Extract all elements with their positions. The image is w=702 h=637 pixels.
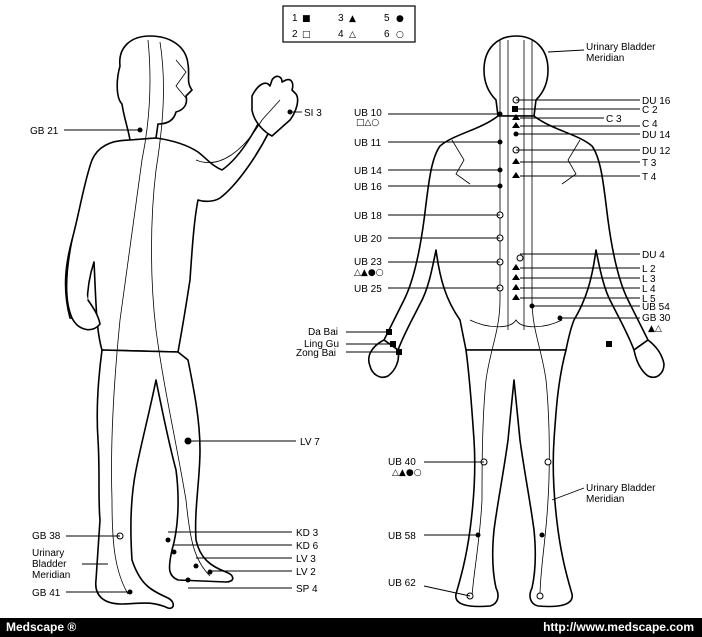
label-lv2: LV 2 <box>296 567 316 578</box>
label-ub25: UB 25 <box>354 284 382 295</box>
label-ub14: UB 14 <box>354 166 382 177</box>
label-sp4: SP 4 <box>296 584 318 595</box>
point-ub62-right <box>537 593 543 599</box>
acupuncture-diagram: 1 ■ 2 □ 3 ▲ 4 △ 5 ● 6 ○ <box>0 0 702 618</box>
point-sp4 <box>186 578 191 583</box>
label-ub58: UB 58 <box>388 531 416 542</box>
legend-num-5: 5 <box>384 13 390 24</box>
label-du14: DU 14 <box>642 130 671 141</box>
leader-ub-meridian-top <box>548 50 584 52</box>
point-c2 <box>512 106 518 112</box>
label-ub40: UB 40 <box>388 457 416 468</box>
label-c3: C 3 <box>606 114 622 125</box>
point-lv3 <box>194 564 199 569</box>
label-ub-meridian-low-1: Urinary Bladder <box>586 483 656 494</box>
label-c2: C 2 <box>642 105 658 116</box>
label-du12: DU 12 <box>642 146 671 157</box>
label-kd3: KD 3 <box>296 528 319 539</box>
back-legs <box>456 350 572 607</box>
legend-num-1: 1 <box>292 13 298 24</box>
label-kd6: KD 6 <box>296 541 319 552</box>
label-c4: C 4 <box>642 119 658 130</box>
label-ub23-symbols: △▲●○ <box>354 268 384 278</box>
label-ub54: UB 54 <box>642 302 670 313</box>
label-t3: T 3 <box>642 158 657 169</box>
label-lv3: LV 3 <box>296 554 316 565</box>
legend-num-6: 6 <box>384 29 390 40</box>
label-gb21: GB 21 <box>30 126 59 137</box>
legend-num-3: 3 <box>338 13 344 24</box>
label-ub10-symbols: □△○ <box>356 118 379 128</box>
label-t4: T 4 <box>642 172 657 183</box>
front-head <box>117 36 192 140</box>
label-du4: DU 4 <box>642 250 665 261</box>
point-ling-gu <box>390 341 396 347</box>
medscape-url[interactable]: http://www.medscape.com <box>543 618 694 637</box>
point-ub58-right <box>540 533 545 538</box>
legend-symbol-4: △ <box>349 30 356 40</box>
leader-ub-meridian-low <box>552 488 584 500</box>
back-head <box>484 36 548 116</box>
legend-symbol-2: □ <box>302 30 311 40</box>
label-da-bai: Da Bai <box>308 327 338 338</box>
label-zong-bai: Zong Bai <box>296 348 336 359</box>
front-torso <box>66 94 296 352</box>
label-ub11: UB 11 <box>354 138 381 149</box>
label-si3: SI 3 <box>304 108 322 119</box>
label-gb30-symbols: ▲△ <box>648 324 662 334</box>
legend-symbol-5: ● <box>396 14 404 24</box>
label-gb38: GB 38 <box>32 531 61 542</box>
label-ub40-symbols: △▲●○ <box>392 468 422 478</box>
label-ub62: UB 62 <box>388 578 416 589</box>
point-right-hand <box>606 341 612 347</box>
legend-symbol-6: ○ <box>396 30 404 40</box>
label-gb41: GB 41 <box>32 588 61 599</box>
label-ub-meridian-top-1: Urinary Bladder <box>586 42 656 53</box>
label-ub16: UB 16 <box>354 182 382 193</box>
legend-num-2: 2 <box>292 29 298 40</box>
label-ub-meridian-3: Meridian <box>32 570 70 581</box>
front-figure <box>66 36 298 608</box>
front-legs <box>96 350 233 608</box>
point-lv2 <box>208 570 213 575</box>
footer-bar: Medscape ® http://www.medscape.com <box>0 618 702 637</box>
label-gb30: GB 30 <box>642 313 671 324</box>
legend: 1 ■ 2 □ 3 ▲ 4 △ 5 ● 6 ○ <box>283 6 415 42</box>
label-ub-meridian-2: Bladder <box>32 559 67 570</box>
point-kd3 <box>166 538 171 543</box>
medscape-brand: Medscape ® <box>6 618 76 637</box>
point-da-bai <box>386 329 392 335</box>
label-ub-meridian-1: Urinary <box>32 548 64 559</box>
label-ub18: UB 18 <box>354 211 382 222</box>
label-lv7: LV 7 <box>300 437 320 448</box>
point-zong-bai <box>396 349 402 355</box>
label-ub23: UB 23 <box>354 257 382 268</box>
legend-symbol-3: ▲ <box>349 14 356 24</box>
point-kd6 <box>172 550 177 555</box>
point-ub40-right <box>545 459 551 465</box>
legend-num-4: 4 <box>338 29 344 40</box>
point-du4 <box>517 255 523 261</box>
label-ub-meridian-top-2: Meridian <box>586 53 624 64</box>
legend-symbol-1: ■ <box>302 14 311 24</box>
label-ub-meridian-low-2: Meridian <box>586 494 624 505</box>
label-ub20: UB 20 <box>354 234 382 245</box>
